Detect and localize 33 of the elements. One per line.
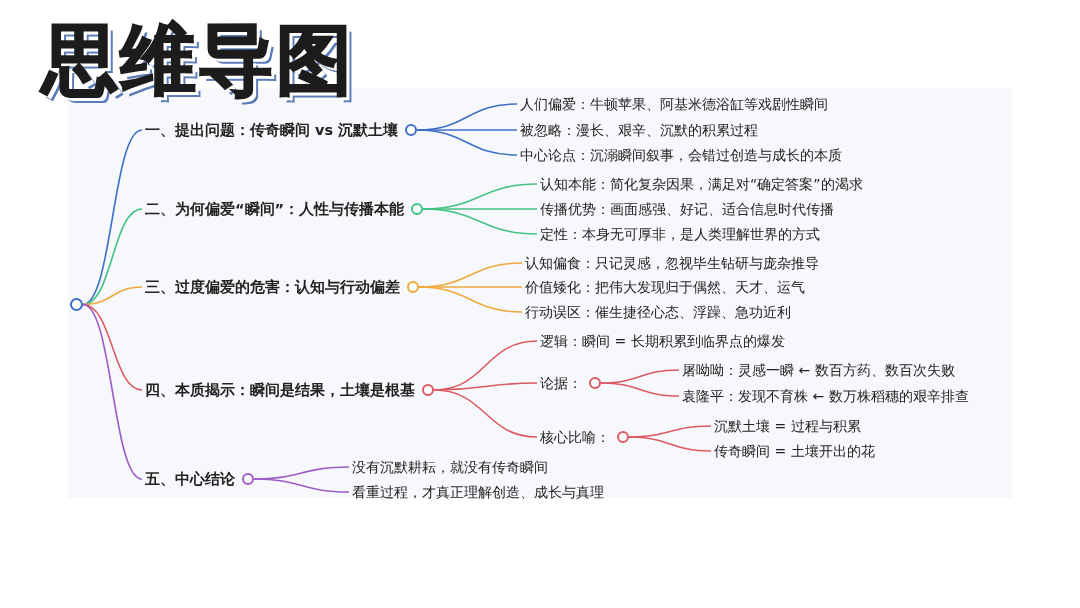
topic-text: 看重过程，才真正理解创造、成长与真理 [352, 483, 604, 502]
topic-text: 一、提出问题：传奇瞬间 vs 沉默土壤 [145, 121, 399, 140]
topic-text: 被忽略：漫长、艰辛、沉默的积累过程 [520, 121, 758, 140]
branch-line [600, 382, 680, 397]
topic-text: 认知本能：简化复杂因果，满足对“确定答案”的渴求 [540, 175, 863, 194]
topic-text: 中心论点：沉溺瞬间叙事，会错过创造与成长的本质 [520, 146, 842, 165]
topic-text: 人们偏爱：牛顿苹果、阿基米德浴缸等戏剧性瞬间 [520, 95, 828, 114]
title-heading: 思维导图 [42, 22, 354, 98]
topic-text: 四、本质揭示：瞬间是结果，土壤是根基 [145, 381, 415, 400]
branch-line [422, 208, 538, 235]
branch-line [82, 303, 143, 480]
topic-text: 核心比喻： [540, 428, 610, 447]
topic-text: 论据： [540, 374, 582, 393]
branch-line [433, 389, 538, 438]
branch-line [253, 478, 350, 493]
topic-text: 五、中心结论 [145, 470, 235, 489]
topic-text: 传奇瞬间 = 土壤开出的花 [714, 442, 875, 461]
branch-line [418, 286, 523, 313]
branch-line [82, 208, 143, 306]
topic-text: 三、过度偏爱的危害：认知与行动偏差 [145, 278, 400, 297]
branch-line [416, 129, 518, 156]
topic-text: 沉默土壤 = 过程与积累 [714, 417, 861, 436]
topic-text: 行动误区：催生捷径心态、浮躁、急功近利 [525, 303, 791, 322]
topic-text: 没有沉默耕耘，就没有传奇瞬间 [352, 458, 548, 477]
topic-text: 屠呦呦：灵感一瞬 ← 数百方药、数百次失败 [682, 361, 955, 380]
branch-line [628, 436, 712, 452]
topic-text: 价值矮化：把伟大发现归于偶然、天才、运气 [525, 278, 805, 297]
topic-text: 传播优势：画面感强、好记、适合信息时代传播 [540, 200, 834, 219]
topic-text: 逻辑：瞬间 = 长期积累到临界点的爆发 [540, 332, 785, 351]
topic-text: 袁隆平：发现不育株 ← 数万株稻穗的艰辛排查 [682, 387, 969, 406]
topic-text: 二、为何偏爱“瞬间”：人性与传播本能 [145, 200, 405, 219]
topic-text: 认知偏食：只记灵感，忽视毕生钻研与庞杂推导 [525, 254, 819, 273]
topic-text: 定性：本身无可厚非，是人类理解世界的方式 [540, 225, 820, 244]
